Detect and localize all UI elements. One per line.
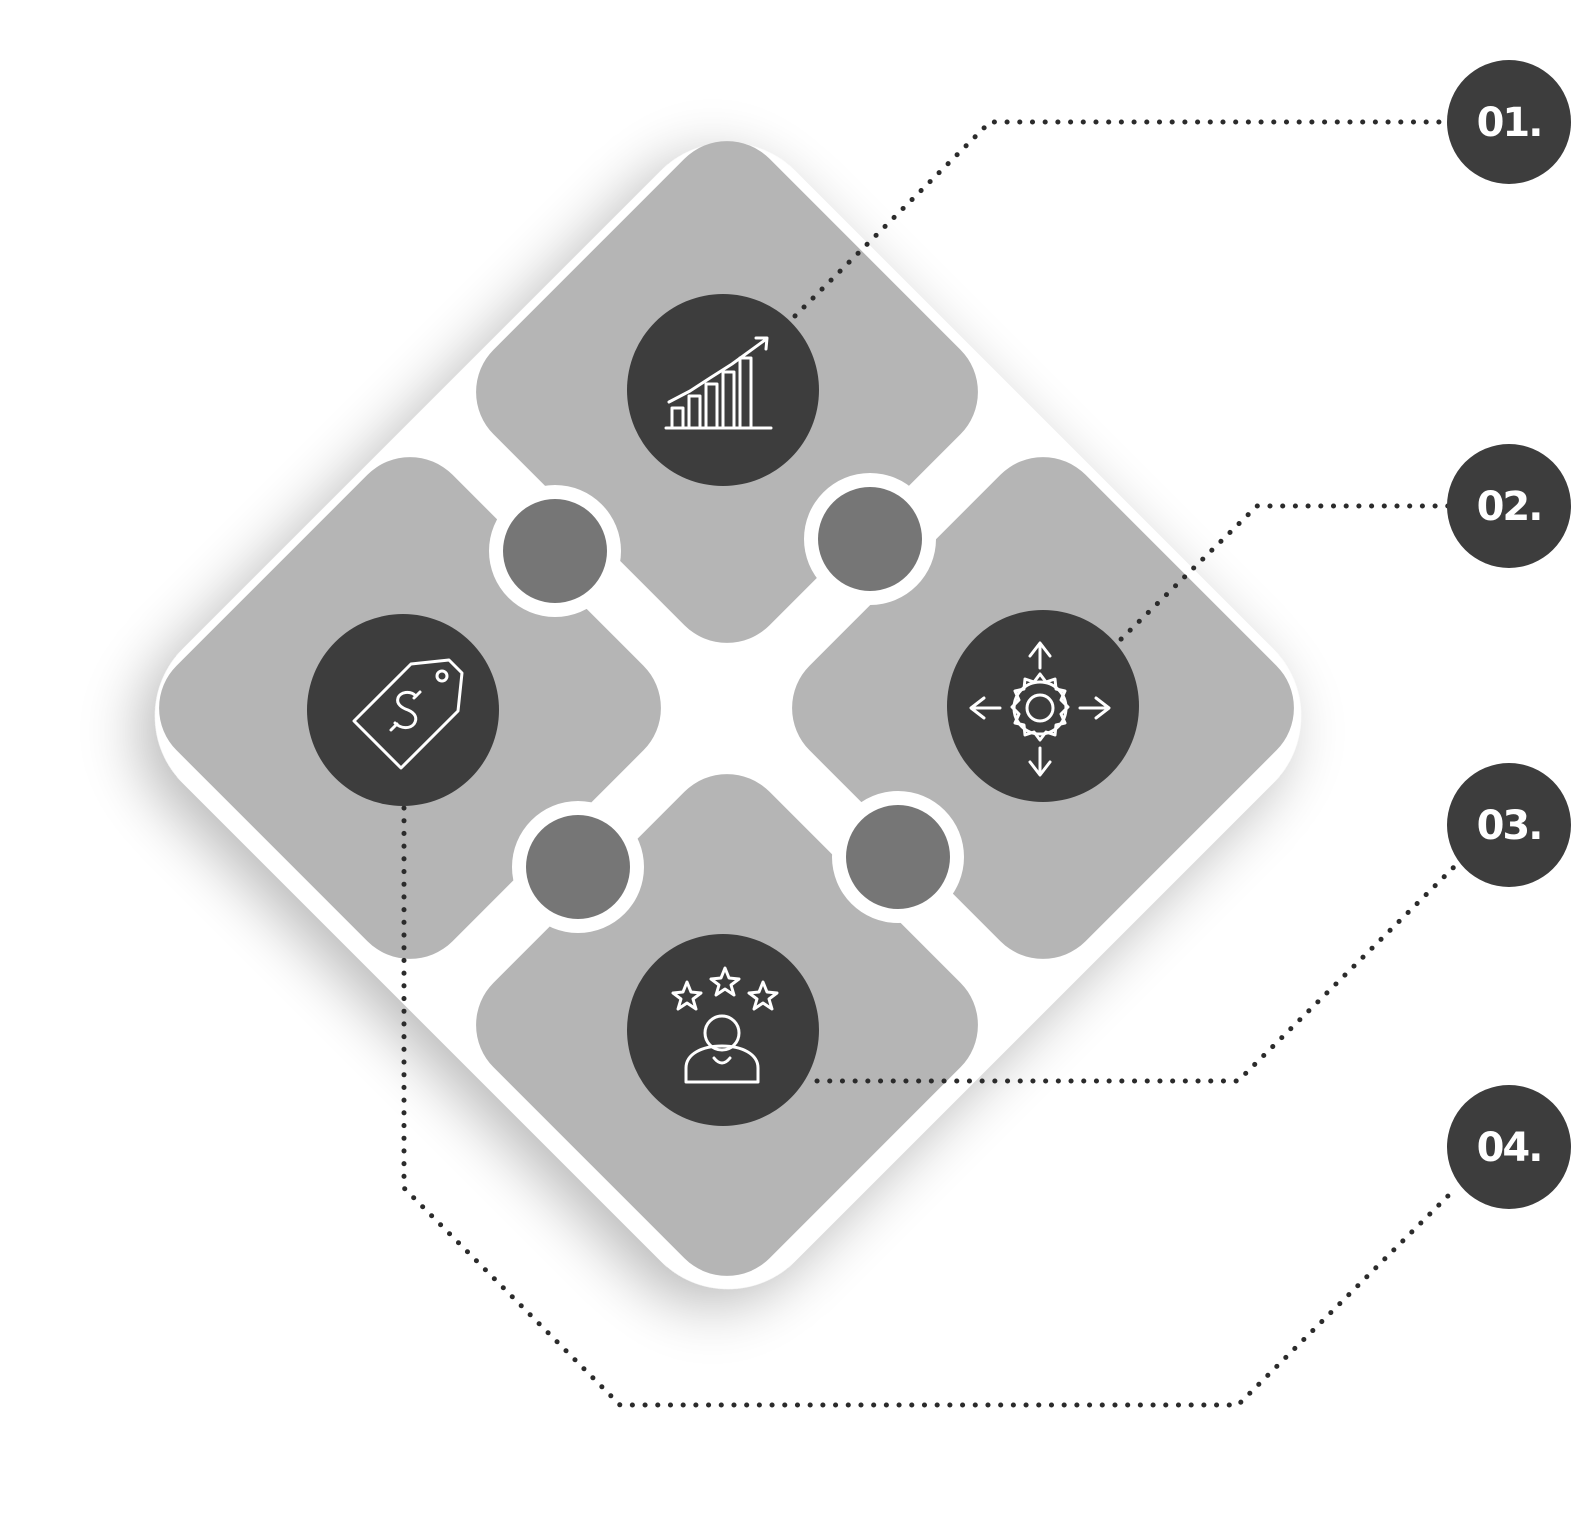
number-circle (1447, 763, 1571, 887)
knob (526, 815, 630, 919)
connector-02 (1109, 503, 1451, 651)
step-number: 03. (1477, 803, 1542, 849)
knob (846, 805, 950, 909)
step-badge-04: 04. (1447, 1085, 1571, 1209)
number-circle (1447, 60, 1571, 184)
badge-circle (947, 610, 1139, 802)
step-badge-03: 03. (1447, 763, 1571, 887)
step-number: 01. (1477, 100, 1542, 146)
badge-circle (627, 934, 819, 1126)
diamond-frame (154, 142, 1302, 1290)
icon-badges (307, 294, 1139, 1126)
puzzle-knobs (489, 473, 964, 933)
customer-rating-icon (671, 966, 779, 1084)
knob (818, 487, 922, 591)
step-badge-02: 02. (1447, 444, 1571, 568)
connector-03 (814, 863, 1458, 1084)
number-circle (1447, 1085, 1571, 1209)
number-circle (1447, 444, 1571, 568)
number-badges: 01. 02. 03. 04. (1447, 60, 1571, 1209)
connector-04 (401, 805, 1458, 1408)
step-number: 02. (1477, 484, 1542, 530)
gear-expand-icon (969, 641, 1111, 777)
growth-chart-icon (664, 336, 773, 430)
knob (503, 499, 607, 603)
connector-lines (401, 119, 1458, 1408)
step-number: 04. (1477, 1125, 1542, 1171)
price-tag-icon (352, 658, 464, 770)
step-badge-01: 01. (1447, 60, 1571, 184)
badge-circle (307, 614, 499, 806)
